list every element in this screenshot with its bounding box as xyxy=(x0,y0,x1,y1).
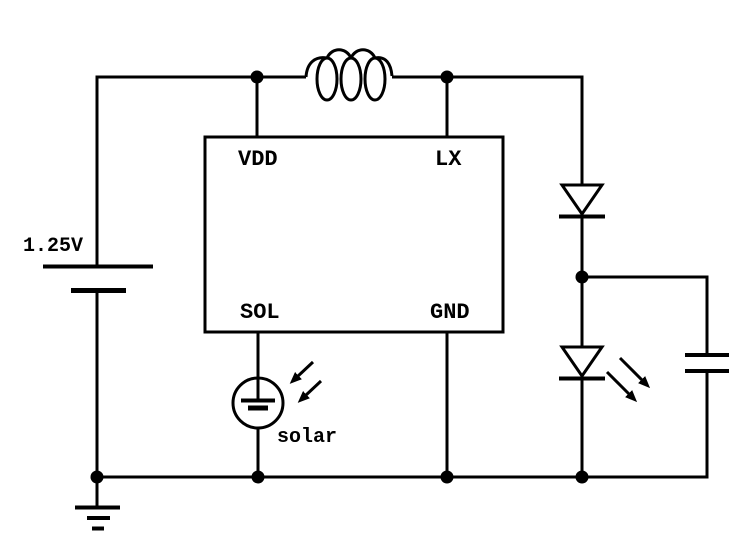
solar-cell-label: solar xyxy=(277,426,337,449)
solar-cell-symbol xyxy=(231,360,323,430)
inductor-entry-arc xyxy=(304,56,328,78)
capacitor-symbol xyxy=(685,353,729,373)
led-triangle xyxy=(559,345,605,379)
diode-symbol xyxy=(559,183,605,219)
junction-dot xyxy=(440,470,454,484)
inductor-loop xyxy=(363,56,387,102)
diode-triangle xyxy=(559,183,605,217)
junction-dot xyxy=(575,270,589,284)
solar-cell-circle xyxy=(231,376,285,430)
sunlight-arrow xyxy=(289,360,315,384)
inductor-loop xyxy=(315,56,339,102)
battery-voltage-label: 1.25V xyxy=(23,235,83,258)
junction-dot xyxy=(440,70,454,84)
inductor-hump xyxy=(325,48,353,59)
inductor-hump xyxy=(349,48,377,59)
sunlight-arrow xyxy=(297,379,323,403)
led-emission-arrow xyxy=(605,370,638,403)
junction-dot xyxy=(250,70,264,84)
inductor-exit-arc xyxy=(374,56,394,77)
inductor-symbol xyxy=(304,48,394,102)
led-emission-arrow xyxy=(618,356,651,389)
ground-symbol xyxy=(75,505,120,531)
inductor-loop xyxy=(339,56,363,102)
junction-dot xyxy=(251,470,265,484)
pin-label-vdd: VDD xyxy=(238,147,278,172)
ic-body xyxy=(203,135,505,334)
pin-label-gnd: GND xyxy=(430,300,470,325)
pin-label-lx: LX xyxy=(435,147,462,172)
led-symbol xyxy=(559,345,651,403)
junction-dot xyxy=(90,470,104,484)
junction-dot xyxy=(575,470,589,484)
battery-symbol xyxy=(43,264,153,293)
pin-label-sol: SOL xyxy=(240,300,280,325)
